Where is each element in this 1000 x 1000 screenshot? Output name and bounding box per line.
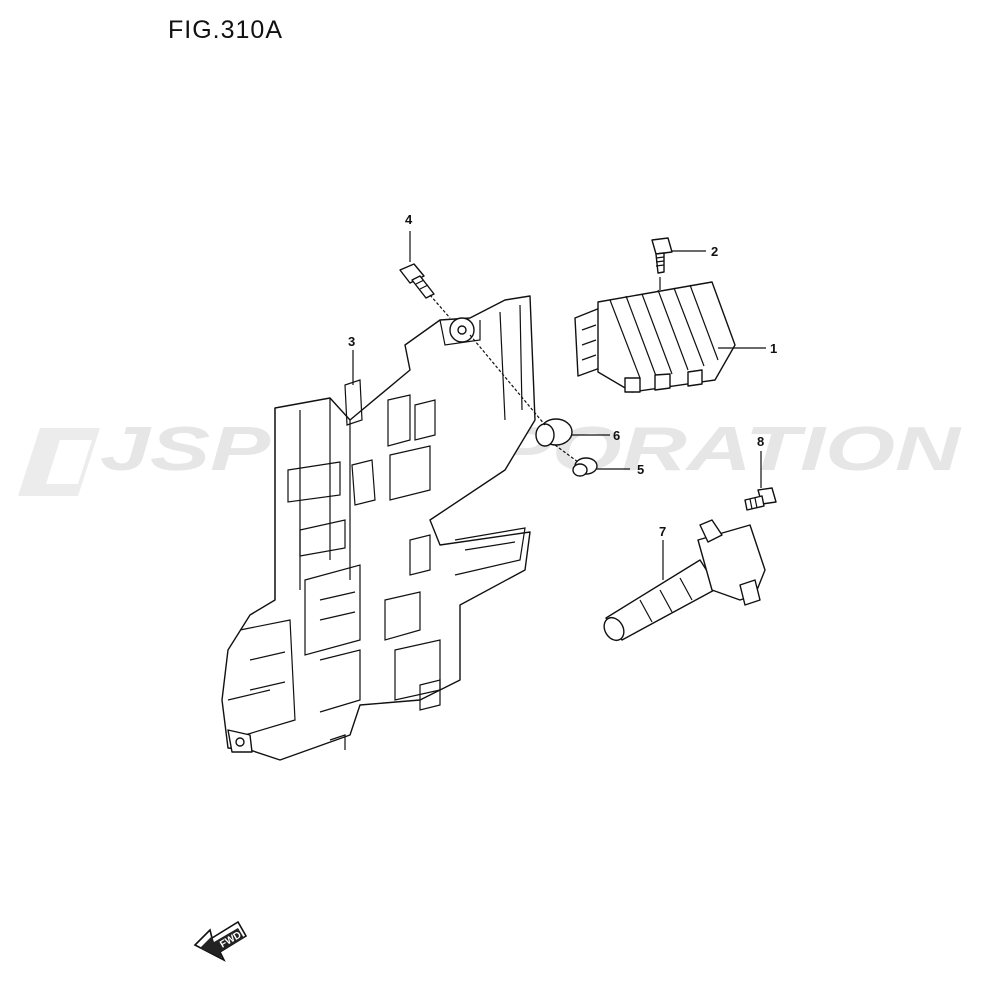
fwd-arrow: FWD [193,920,248,962]
callout-1: 1 [770,341,777,356]
callout-6: 6 [613,428,620,443]
part-2-bolt [651,237,673,274]
assembly-line-6 [469,334,546,426]
part-8-bolt [744,487,777,511]
callout-5: 5 [637,462,644,477]
part-7-ignition-coil [603,519,766,642]
callout-2: 2 [711,244,718,259]
callout-labels: 1 2 3 4 5 6 7 8 [348,212,777,539]
watermark: JSP CORPORATION [18,415,962,496]
leader-lines [352,231,766,580]
assembly-line-4 [429,294,451,319]
callout-4: 4 [405,212,413,227]
part-3-bracket [221,295,536,761]
part-5-collar [572,457,598,477]
figure-title: FIG.310A [168,16,283,44]
part-6-grommet [535,418,573,447]
part-4-bolt [399,263,435,299]
callout-7: 7 [659,524,666,539]
callout-8: 8 [757,434,764,449]
part-1-regulator [574,281,736,393]
callout-3: 3 [348,334,355,349]
